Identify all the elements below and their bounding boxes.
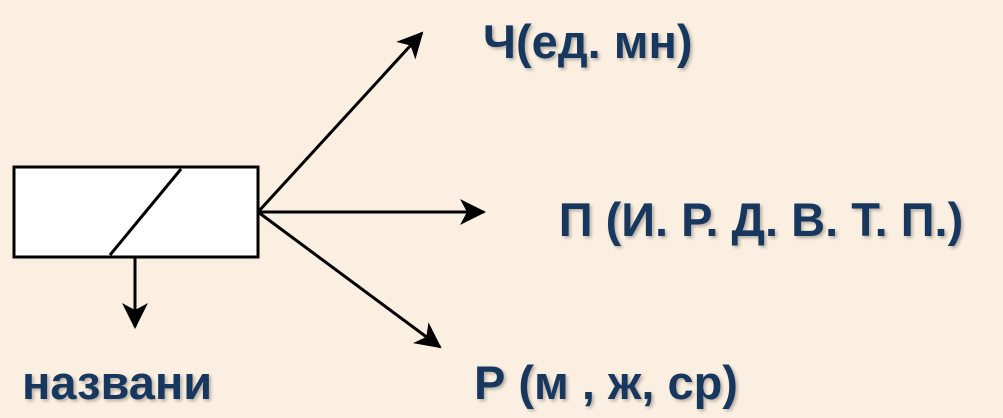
label-case: П (И. Р. Д. В. Т. П.) <box>558 193 964 246</box>
box-diagonal <box>108 168 183 256</box>
label-gender: Р (м , ж, ср) <box>474 356 738 409</box>
label-name: названи <box>22 356 213 409</box>
label-number: Ч(ед. мн) <box>483 15 693 68</box>
word-box <box>12 165 260 259</box>
arrow-to-number <box>256 31 424 214</box>
arrow-to-gender <box>257 210 442 349</box>
